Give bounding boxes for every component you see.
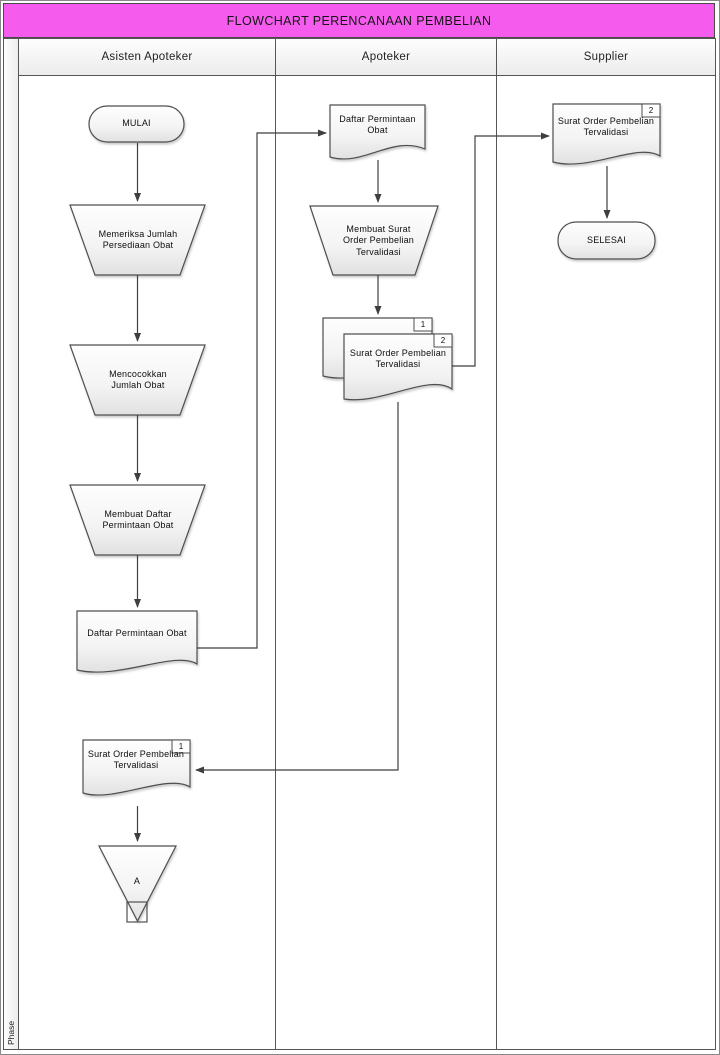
phase-label: Phase xyxy=(6,1020,17,1046)
request-list-apoteker-label: Daftar Permintaan Obat xyxy=(339,113,416,136)
purchase-order-asisten-label: Surat Order Pembelian Tervalidasi xyxy=(87,748,185,771)
phase-label-wrap: Phase xyxy=(3,1003,19,1055)
diagram-title: FLOWCHART PERENCANAAN PEMBELIAN xyxy=(226,13,492,28)
copy-number-asisten: 1 xyxy=(178,741,184,751)
lane-header-label: Supplier xyxy=(583,51,629,63)
request-list-asisten-label: Daftar Permintaan Obat xyxy=(87,628,187,639)
make-purchase-order-label: Membuat Surat Order Pembelian Tervalidas… xyxy=(342,223,415,257)
diagram-title-bar: FLOWCHART PERENCANAAN PEMBELIAN xyxy=(3,3,715,38)
copy-number-front: 2 xyxy=(440,335,446,345)
archive-connector-label: A xyxy=(133,876,141,887)
purchase-order-supplier-label: Surat Order Pembelian Tervalidasi xyxy=(557,115,655,138)
phase-strip xyxy=(3,38,19,1050)
copy-number-supplier: 2 xyxy=(648,105,654,115)
make-request-list-label: Membuat Daftar Permintaan Obat xyxy=(102,508,174,531)
copy-number-back: 1 xyxy=(420,319,426,329)
check-stock-label: Memeriksa Jumlah Persediaan Obat xyxy=(98,228,178,251)
match-qty-label: Mencocokkan Jumlah Obat xyxy=(109,368,167,391)
lane-header-label: Asisten Apoteker xyxy=(101,51,193,63)
end-label: SELESAI xyxy=(587,234,626,245)
lane-divider-1 xyxy=(275,76,276,1050)
lane-header-supplier: Supplier xyxy=(496,38,716,76)
lane-header-asisten-apoteker: Asisten Apoteker xyxy=(18,38,276,76)
lane-divider-2 xyxy=(496,76,497,1050)
lane-header-label: Apoteker xyxy=(361,51,411,63)
purchase-order-copies-label: Surat Order Pembelian Tervalidasi xyxy=(349,347,447,370)
start-label: MULAI xyxy=(122,118,151,129)
lane-header-apoteker: Apoteker xyxy=(275,38,497,76)
